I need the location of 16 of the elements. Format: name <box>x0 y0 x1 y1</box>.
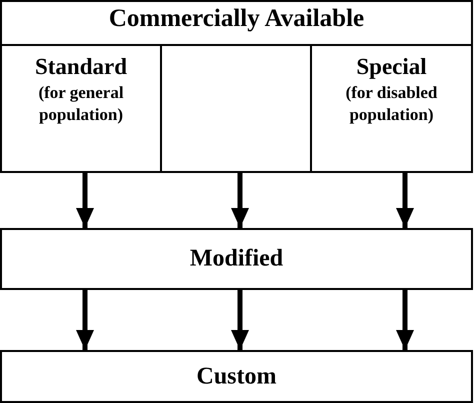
arrow <box>76 290 94 350</box>
level-box <box>0 350 473 403</box>
heading: Special <box>355 54 428 80</box>
level-box <box>0 228 473 290</box>
subtitle: (for general population) <box>37 82 125 126</box>
subtitle: (for disabled population) <box>344 82 438 126</box>
group-box <box>0 0 473 173</box>
arrow <box>231 173 249 228</box>
heading: Custom <box>195 363 278 390</box>
heading: Commercially Available <box>108 5 366 33</box>
arrow <box>231 290 249 350</box>
arrow <box>396 290 414 350</box>
heading: Modified <box>188 246 284 272</box>
heading: Standard <box>34 54 128 80</box>
arrow <box>396 173 414 228</box>
arrow <box>76 173 94 228</box>
